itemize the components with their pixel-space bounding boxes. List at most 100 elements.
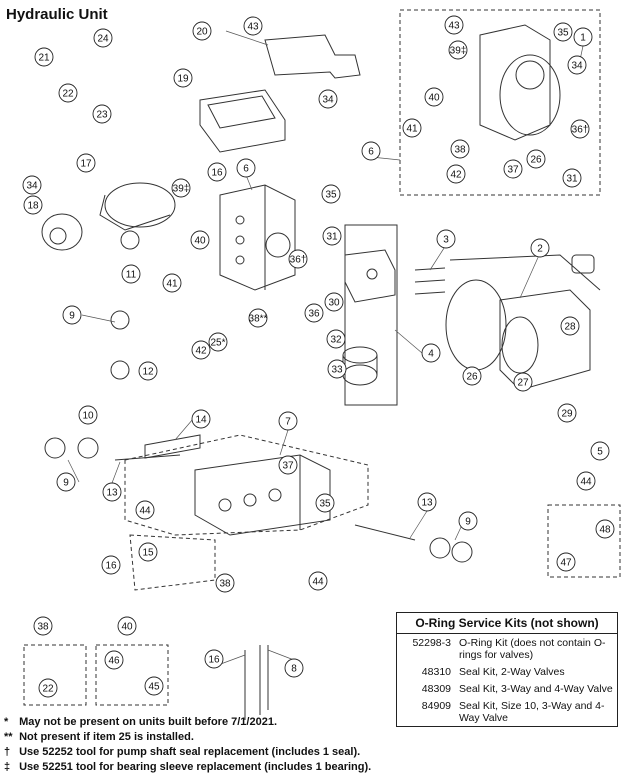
callout-number: 34 [26, 181, 38, 192]
manifold-group-box [124, 434, 369, 536]
callout-number: 34 [322, 95, 334, 106]
solenoid-group-box [547, 504, 621, 578]
callout-number: 26 [466, 372, 478, 383]
footnote-mark: ** [4, 731, 13, 743]
callout-number: 35 [319, 499, 331, 510]
callout-number: 9 [69, 311, 75, 322]
callout-22: 22 [38, 678, 58, 698]
callout-5: 5 [590, 441, 610, 461]
callout-number: 38 [219, 579, 231, 590]
callout-number: 31 [326, 232, 338, 243]
callout-38: 38 [33, 616, 53, 636]
callout-number: 2 [537, 244, 543, 255]
callout-33: 33 [327, 359, 347, 379]
kit-description: O-Ring Kit (does not contain O-rings for… [459, 637, 606, 661]
callout-number: 28 [564, 322, 576, 333]
callout-35: 35 [315, 493, 335, 513]
callout-number: 24 [97, 34, 109, 45]
callout-2: 2 [530, 238, 550, 258]
cartridge-13a [114, 454, 181, 461]
callout-number: 35 [325, 190, 337, 201]
callout-38: 38 [215, 573, 235, 593]
callout-number: 1 [580, 33, 586, 44]
callout-number: 16 [105, 561, 117, 572]
footnote-mark: * [4, 716, 9, 728]
callout-16: 16 [204, 649, 224, 669]
callout-number: 9 [63, 478, 69, 489]
callout-32: 32 [326, 329, 346, 349]
callout-number: 40 [194, 236, 206, 247]
callout-number: 36 [308, 309, 320, 320]
callout-number: 38** [249, 314, 268, 325]
footnote: † Use 52252 tool for pump shaft seal rep… [4, 745, 371, 760]
callout-number: 23 [96, 110, 108, 121]
callout-43: 43 [243, 16, 263, 36]
kit-description: Seal Kit, Size 10, 3-Way and 4-Way Valve [459, 700, 605, 724]
callout-26: 26 [526, 149, 546, 169]
callout-39‡: 39‡ [448, 40, 468, 60]
callout-22: 22 [58, 83, 78, 103]
callout-44: 44 [135, 500, 155, 520]
callout-number: 7 [285, 417, 291, 428]
callout-number: 44 [580, 477, 592, 488]
callout-48: 48 [595, 519, 615, 539]
callout-47: 47 [556, 552, 576, 572]
pump-body [344, 249, 396, 303]
callout-number: 36† [290, 255, 307, 266]
callout-38**: 38** [249, 308, 268, 328]
callout-number: 43 [247, 22, 259, 33]
kits-row: 48309 Seal Kit, 3-Way and 4-Way Valve [397, 680, 617, 697]
tank-o-ring [445, 279, 507, 371]
callout-number: 8 [291, 664, 297, 675]
callout-10: 10 [78, 405, 98, 425]
footnote-mark: † [4, 746, 11, 758]
footnote-mark: ‡ [4, 761, 11, 773]
callout-9: 9 [56, 472, 76, 492]
kit-code: 48310 [421, 666, 451, 678]
cartridge-group-box [129, 534, 216, 591]
main-valve-block [219, 184, 296, 291]
callout-number: 43 [448, 21, 460, 32]
footnote: ** Not present if item 25 is installed. [4, 730, 371, 745]
callout-6: 6 [236, 158, 256, 178]
callout-29: 29 [557, 403, 577, 423]
footnote-text: Use 52251 tool for bearing sleeve replac… [19, 761, 372, 773]
callout-27: 27 [513, 372, 533, 392]
lower-manifold [194, 454, 331, 536]
callout-18: 18 [23, 195, 43, 215]
pump-filter [342, 364, 378, 386]
callout-16: 16 [207, 162, 227, 182]
callout-44: 44 [576, 471, 596, 491]
callout-number: 14 [195, 415, 207, 426]
callout-number: 5 [597, 447, 603, 458]
callout-36†: 36† [288, 249, 308, 269]
footnote-text: Not present if item 25 is installed. [19, 731, 194, 743]
callout-number: 44 [312, 577, 324, 588]
callout-number: 17 [80, 159, 92, 170]
motor-assembly [41, 182, 176, 251]
callout-number: 13 [421, 498, 433, 509]
callout-labels: 1234566789991011121313141516161617181920… [22, 15, 615, 698]
callout-34: 34 [567, 55, 587, 75]
callout-number: 42 [450, 170, 462, 181]
reservoir-tank [449, 254, 601, 391]
callout-number: 44 [139, 506, 151, 517]
callout-number: 38 [37, 622, 49, 633]
callout-7: 7 [278, 411, 298, 431]
callout-number: 32 [330, 335, 342, 346]
leader-lines [67, 30, 584, 666]
callout-number: 3 [443, 235, 449, 246]
callout-17: 17 [76, 153, 96, 173]
callout-number: 46 [108, 656, 120, 667]
callout-41: 41 [162, 273, 182, 293]
kits-table-title: O-Ring Service Kits (not shown) [397, 613, 617, 634]
controller-box [199, 89, 286, 153]
callout-13: 13 [102, 482, 122, 502]
callout-11: 11 [121, 264, 141, 284]
callout-25*: 25* [208, 332, 228, 352]
callout-number: 26 [530, 155, 542, 166]
cartridge-14 [144, 434, 201, 459]
callout-34: 34 [318, 89, 338, 109]
callout-number: 18 [27, 201, 39, 212]
